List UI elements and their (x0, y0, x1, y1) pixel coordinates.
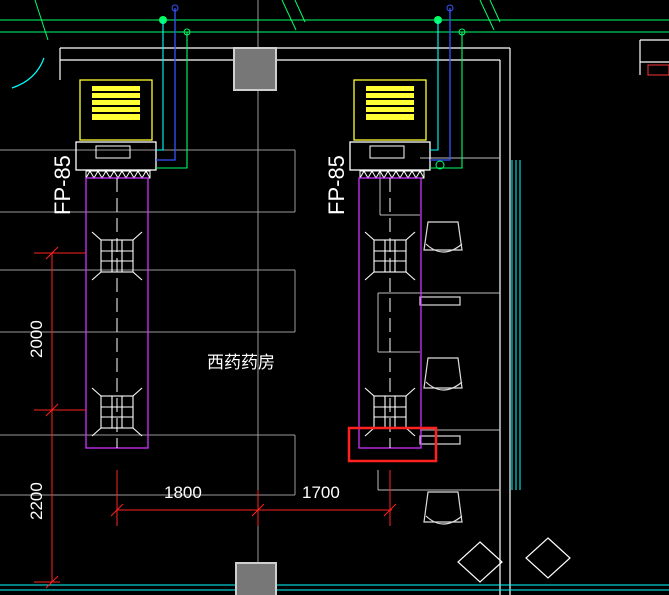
unit-label: FP-85 (50, 155, 75, 215)
unit-body (353, 79, 427, 141)
highlight-box[interactable] (347, 426, 438, 463)
air-diffuser (91, 387, 143, 437)
unit-base (349, 141, 431, 171)
room-label: 西药药房 (207, 353, 275, 372)
column-bottom (235, 562, 277, 595)
door-swing (11, 57, 45, 89)
column-top (233, 47, 277, 91)
green-pipe-lines (0, 0, 669, 41)
air-diffuser (364, 231, 416, 281)
unit-base (75, 141, 157, 171)
walls (59, 39, 669, 595)
dimension-horizontal-1: 1800 (164, 483, 202, 502)
furniture-lines (377, 157, 500, 491)
chairs (419, 221, 463, 525)
glazing (0, 160, 669, 591)
dimension-vertical-1: 2000 (27, 320, 46, 358)
unit-body (79, 79, 153, 141)
fan-coil-unit-2[interactable]: FP-85 (324, 4, 466, 449)
dimension-lines (34, 246, 397, 589)
unit-label: FP-85 (324, 155, 349, 215)
dimension-vertical-2: 2200 (27, 482, 46, 520)
hatch-block (647, 64, 669, 76)
fan-coil-unit-1[interactable]: FP-85 (50, 4, 191, 449)
floor-markers (457, 537, 571, 583)
air-diffuser (91, 231, 143, 281)
dimension-horizontal-2: 1700 (302, 483, 340, 502)
